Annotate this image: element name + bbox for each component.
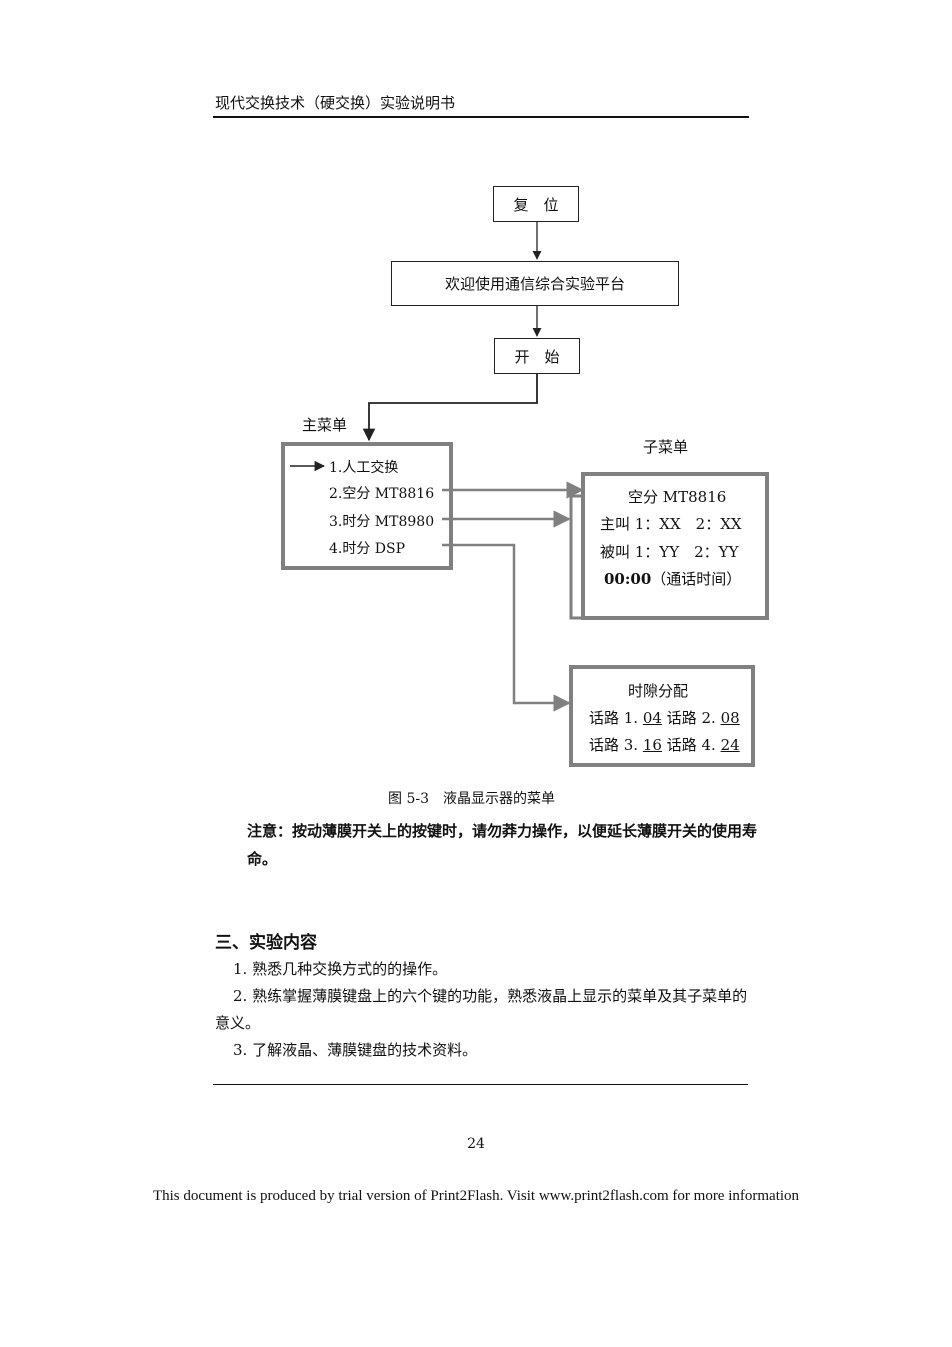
- figure-caption: 图 5-3 液晶显示器的菜单: [388, 791, 555, 807]
- content-item-2: 2. 熟练掌握薄膜键盘上的六个键的功能，熟悉液晶上显示的菜单及其子菜单的意义。: [215, 987, 748, 1032]
- submenu-timeslot-box: [569, 665, 755, 767]
- content-item-1: 1. 熟悉几种交换方式的的操作。: [233, 960, 448, 978]
- reset-box: 复 位: [493, 186, 579, 222]
- section-title: 三、实验内容: [215, 933, 317, 953]
- submenu-space-timer: 00:00（通话时间）: [604, 568, 741, 589]
- submenu-timeslot-title: 时隙分配: [628, 682, 689, 700]
- main-menu-item-time-division-mt8980: 3.时分 MT8980: [329, 514, 435, 530]
- submenu-space-caller: 主叫 1：XX 2：XX: [600, 515, 742, 533]
- call-time-note: （通话时间）: [651, 570, 742, 588]
- channel-label: 话路 3.: [589, 736, 643, 754]
- submenu-space-box: [581, 472, 769, 620]
- main-menu-item-space-division: 2.空分 MT8816: [329, 486, 435, 502]
- sub-menu-label: 子菜单: [643, 438, 689, 456]
- caution-note: 注意：按动薄膜开关上的按键时，请勿莽力操作，以便延长薄膜开关的使用寿命。: [247, 822, 758, 868]
- submenu-space-callee: 被叫 1：YY 2：YY: [600, 543, 739, 561]
- main-menu-item-time-division-dsp: 4.时分 DSP: [329, 541, 406, 557]
- channel-value: 04: [642, 709, 662, 727]
- channel-value: 08: [720, 709, 740, 727]
- channel-label: 话路 4.: [661, 736, 721, 754]
- trial-watermark-footer: This document is produced by trial versi…: [152, 1188, 800, 1204]
- channel-value: 24: [720, 736, 740, 754]
- page-header-title: 现代交换技术（硬交换）实验说明书: [215, 94, 456, 112]
- channel-value: 16: [642, 736, 662, 754]
- submenu-timeslot-row-2: 话路 3. 16 话路 4. 24: [589, 734, 740, 755]
- main-menu-box: [281, 442, 453, 570]
- channel-label: 话路 1.: [589, 709, 643, 727]
- page-number: 24: [467, 1136, 485, 1152]
- content-item-3: 3. 了解液晶、薄膜键盘的技术资料。: [233, 1041, 478, 1059]
- channel-label: 话路 2.: [661, 709, 721, 727]
- call-time-value: 00:00: [604, 570, 652, 588]
- welcome-box: 欢迎使用通信综合实验平台: [391, 261, 679, 306]
- arrow-item4-to-timeslot: [442, 543, 571, 712]
- submenu-timeslot-row-1: 话路 1. 04 话路 2. 08: [589, 707, 740, 728]
- header-rule: [213, 116, 749, 118]
- submenu-space-title: 空分 MT8816: [628, 488, 727, 506]
- arrow-start-to-main-menu: [362, 373, 538, 442]
- footer-rule: [213, 1084, 748, 1085]
- start-box: 开 始: [494, 338, 580, 374]
- main-menu-label: 主菜单: [302, 416, 348, 434]
- main-menu-item-manual: 1.人工交换: [329, 460, 399, 476]
